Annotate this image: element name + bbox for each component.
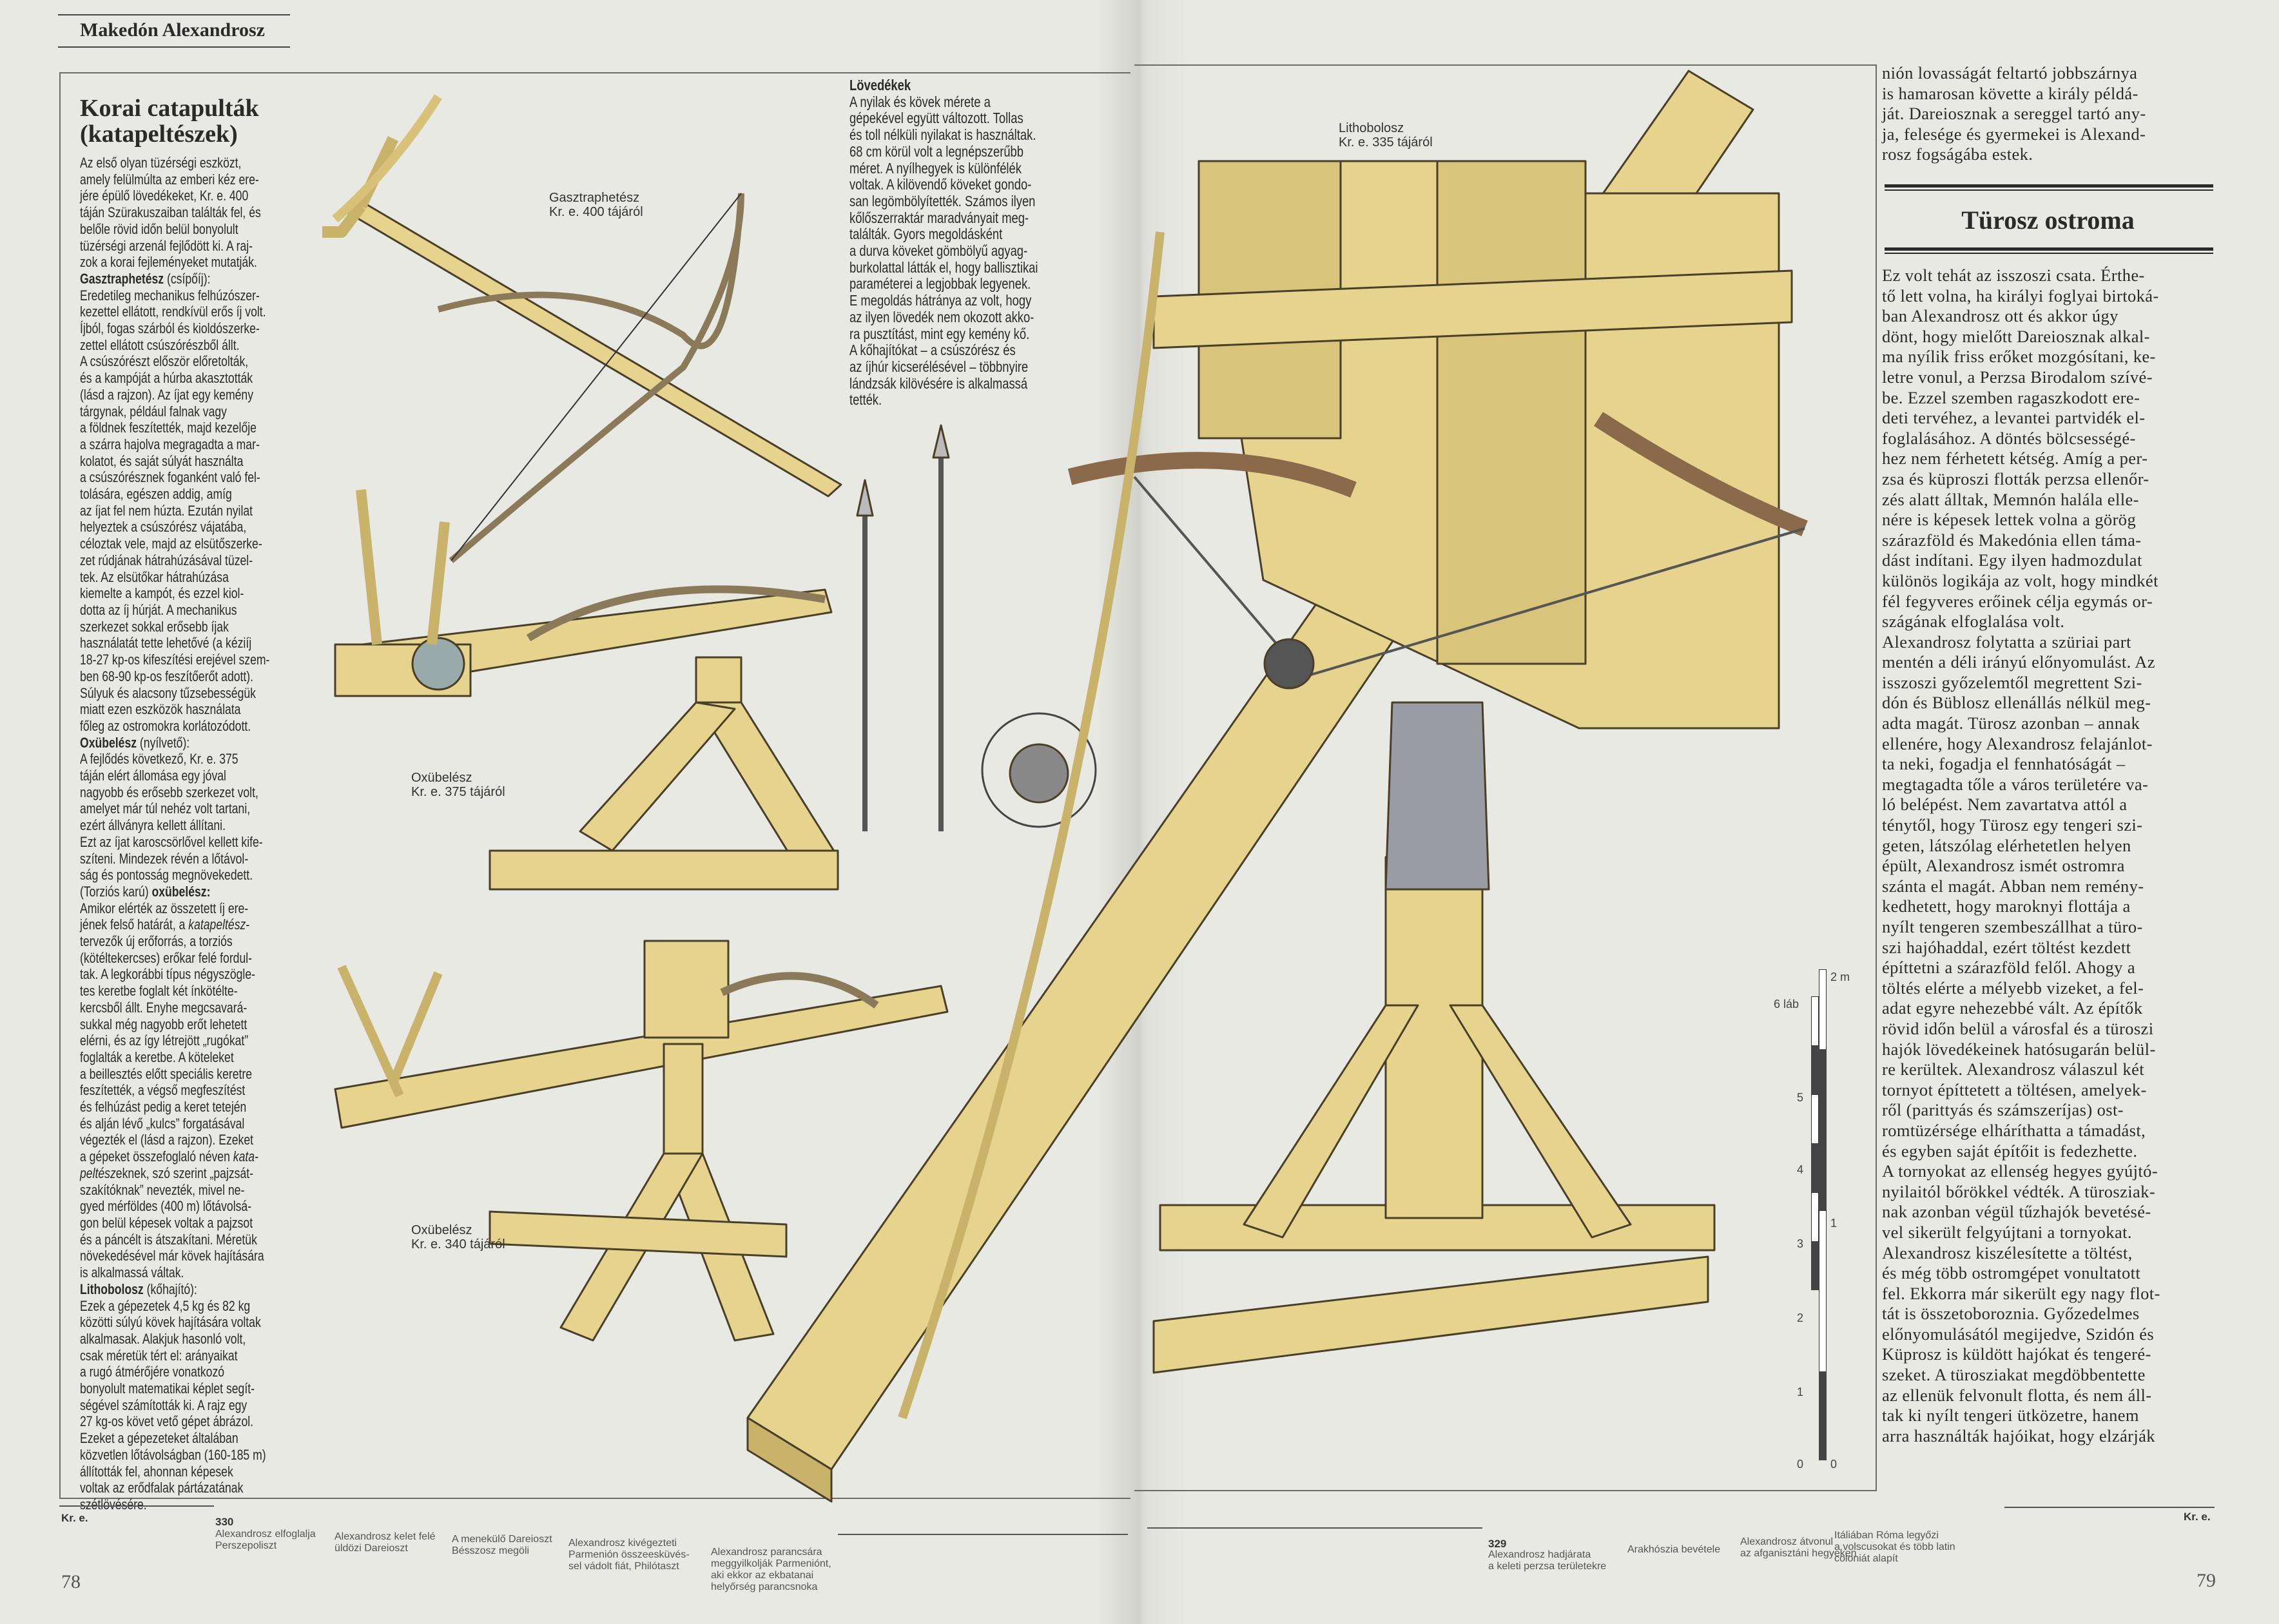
timeline-event: Alexandrosz átvonul az afganisztáni hegy… [1740, 1536, 1857, 1559]
lithobolos-heading: Lithobolosz [80, 1281, 144, 1297]
torsion-text-a: Amikor elérték az összetett íj ere- jéne… [80, 900, 249, 933]
oxybeles-340-drawing [334, 940, 949, 1342]
header-rule-top [58, 14, 290, 15]
gastraphetes-drawing [322, 94, 842, 563]
timeline-event: Alexandrosz kelet felé üldözi Dareioszt [335, 1531, 436, 1554]
projectiles-heading: Lövedékek [849, 77, 911, 93]
lithobolos-drawing [746, 70, 1808, 1503]
gastraphetes-subheading: (csípőíj): [164, 270, 211, 287]
torsion-oxybeles-heading: oxübelész: [151, 883, 211, 900]
section-rule-top [1885, 184, 2213, 191]
label-gastraphetes: Gasztraphetész Kr. e. 400 tájáról [549, 191, 643, 219]
projectiles-note: Lövedékek A nyilak és kövek mérete a gép… [849, 77, 1128, 409]
right-article-body: Ez volt tehát az isszoszi csata. Érthe- … [1882, 266, 2217, 1446]
timeline-event: Alexandrosz parancsára meggyilkolják Par… [711, 1547, 831, 1592]
label-oxybeles-340: Oxübelész Kr. e. 340 tájáról [411, 1223, 505, 1252]
gastraphetes-heading: Gasztraphetész [80, 270, 164, 287]
lithobolos-subheading: (kőhajító): [143, 1281, 197, 1297]
paragraph-3: Alexandrosz kiszélesítette a töltést, és… [1882, 1242, 2160, 1445]
timeline-year-330: 330 [215, 1516, 234, 1528]
timeline-rule-mid-right [1147, 1527, 1482, 1529]
page-number-left: 78 [61, 1571, 81, 1592]
torsion-text-b: - tervezők új erőforrás, a torziós (köté… [80, 916, 255, 1165]
timeline-event: A menekülő Dareioszt Bésszosz megöli [452, 1534, 552, 1556]
gastraphetes-text: Eredetileg mechanikus felhúzószer- kezet… [80, 287, 270, 734]
scale-meter-tick: 1 [1830, 1217, 1838, 1230]
article-title-line2: (katapeltészek) [80, 121, 238, 148]
timeline-era-right: Kr. e. [2184, 1511, 2211, 1523]
timeline-event: Alexandrosz kivégezteti Parmenión összee… [568, 1538, 690, 1572]
oxybeles-subheading: (nyílvető): [137, 734, 190, 751]
continued-text: nión lovasságát feltartó jobbszárnya is … [1882, 63, 2146, 164]
scale-feet-tick: 3 [1797, 1237, 1804, 1250]
timeline-rule-mid-left [838, 1534, 1128, 1535]
paragraph-1: Ez volt tehát az isszoszi csata. Érthe- … [1882, 266, 2159, 632]
timeline-year-329: 329 [1488, 1538, 1507, 1550]
projectiles-drawing [856, 424, 1097, 831]
oxybeles-heading: Oxübelész [80, 734, 137, 751]
scale-bar-feet [1811, 996, 1819, 1460]
lithobolos-text: Ezek a gépezetek 4,5 kg és 82 kg közötti… [80, 1297, 266, 1513]
torsion-italic-term: katapeltész [188, 916, 246, 933]
paragraph-2: Alexandrosz folytatta a szüriai part men… [1882, 632, 2158, 1242]
torsion-prefix: (Torziós karú) [80, 883, 152, 900]
torsion-italic-term-2: kata- peltész [80, 1148, 258, 1181]
section-rule-bottom [1885, 247, 2213, 254]
oxybeles-text: A fejlődés következő, Kr. e. 375 táján e… [80, 751, 263, 884]
scale-feet-tick: 1 [1797, 1386, 1804, 1398]
label-oxybeles-375: Oxübelész Kr. e. 375 tájáról [411, 771, 505, 799]
scale-feet-unit: 6 láb [1774, 998, 1799, 1010]
label-lithobolos: Lithobolosz Kr. e. 335 tájáról [1339, 121, 1433, 150]
running-header: Makedón Alexandrosz [80, 19, 265, 41]
scale-feet-tick: 0 [1797, 1458, 1804, 1471]
projectiles-text: A nyilak és kövek mérete a gépekével egy… [849, 93, 1038, 409]
timeline-era-left: Kr. e. [61, 1512, 88, 1524]
timeline-event: Itáliában Róma legyőzi a volscusokat és … [1834, 1530, 1955, 1564]
left-illustration-frame [59, 72, 1130, 1499]
intro-text: Az első olyan tüzérségi eszközt, amely f… [80, 155, 261, 271]
timeline-event: Alexandrosz elfoglalja Perszepoliszt [215, 1529, 316, 1551]
section-title: Türosz ostroma [1961, 206, 2135, 235]
page-number-right: 79 [2197, 1570, 2216, 1591]
article-title: Korai catapulták (katapeltészek) [80, 95, 259, 147]
timeline-rule-left [59, 1505, 214, 1507]
scale-feet-tick: 4 [1797, 1163, 1804, 1176]
scale-meter-unit: 2 m [1830, 971, 1850, 983]
scale-meter-tick: 0 [1830, 1458, 1838, 1471]
scale-feet-tick: 2 [1797, 1311, 1804, 1324]
right-illustration-frame [1134, 64, 1877, 1491]
scale-bar-meters [1819, 969, 1827, 1460]
timeline-event: Alexandrosz hadjárata a keleti perzsa te… [1488, 1549, 1607, 1572]
left-article-body: Az első olyan tüzérségi eszközt, amely f… [80, 155, 322, 1513]
header-rule-bottom [58, 46, 290, 48]
article-title-line1: Korai catapulták [80, 95, 259, 122]
oxybeles-375-drawing [334, 489, 839, 891]
torsion-text-c: eknek, szó szerint „pajzsát- szakítóknak… [80, 1165, 264, 1281]
timeline-rule-right [2004, 1507, 2215, 1508]
timeline-event: Arakhószia bevétele [1627, 1544, 1721, 1555]
scale-feet-tick: 5 [1797, 1091, 1804, 1104]
